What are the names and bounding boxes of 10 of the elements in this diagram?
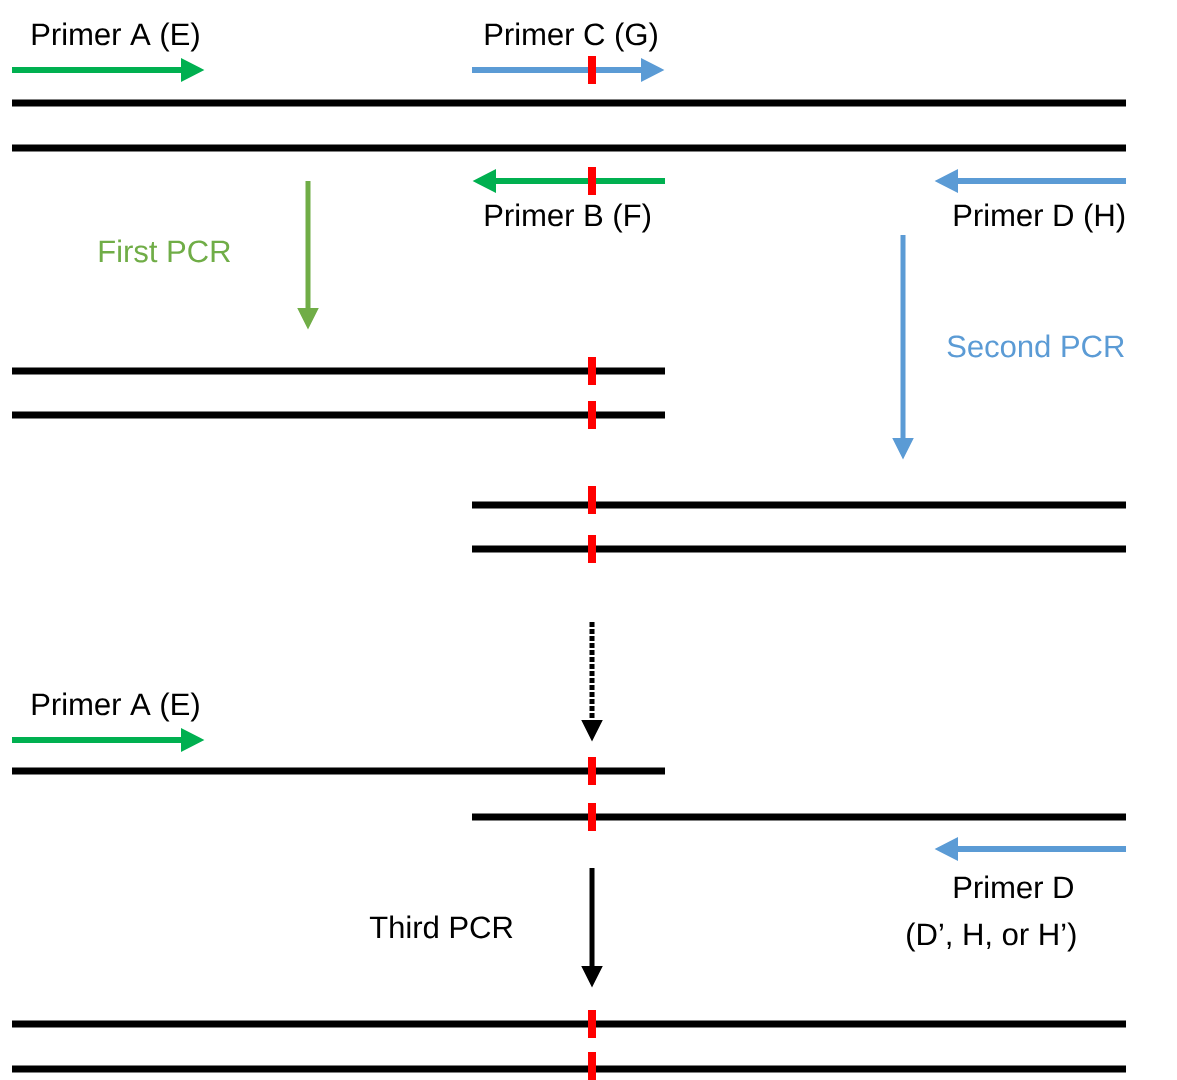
- primer-label: Primer C (G): [485, 22, 657, 52]
- step-label: Second PCR: [947, 334, 1124, 358]
- primer-label: (D’, H, or H’): [907, 922, 1076, 952]
- step-label: First PCR: [99, 239, 231, 263]
- primer-label: Primer B (F): [485, 203, 650, 233]
- primer-label: Primer A (E): [32, 22, 199, 52]
- step-label: Third PCR: [369, 915, 513, 939]
- primer-label: Primer D (H): [954, 203, 1125, 233]
- primer-label: Primer D: [954, 875, 1073, 899]
- primer-label: Primer A (E): [32, 692, 199, 722]
